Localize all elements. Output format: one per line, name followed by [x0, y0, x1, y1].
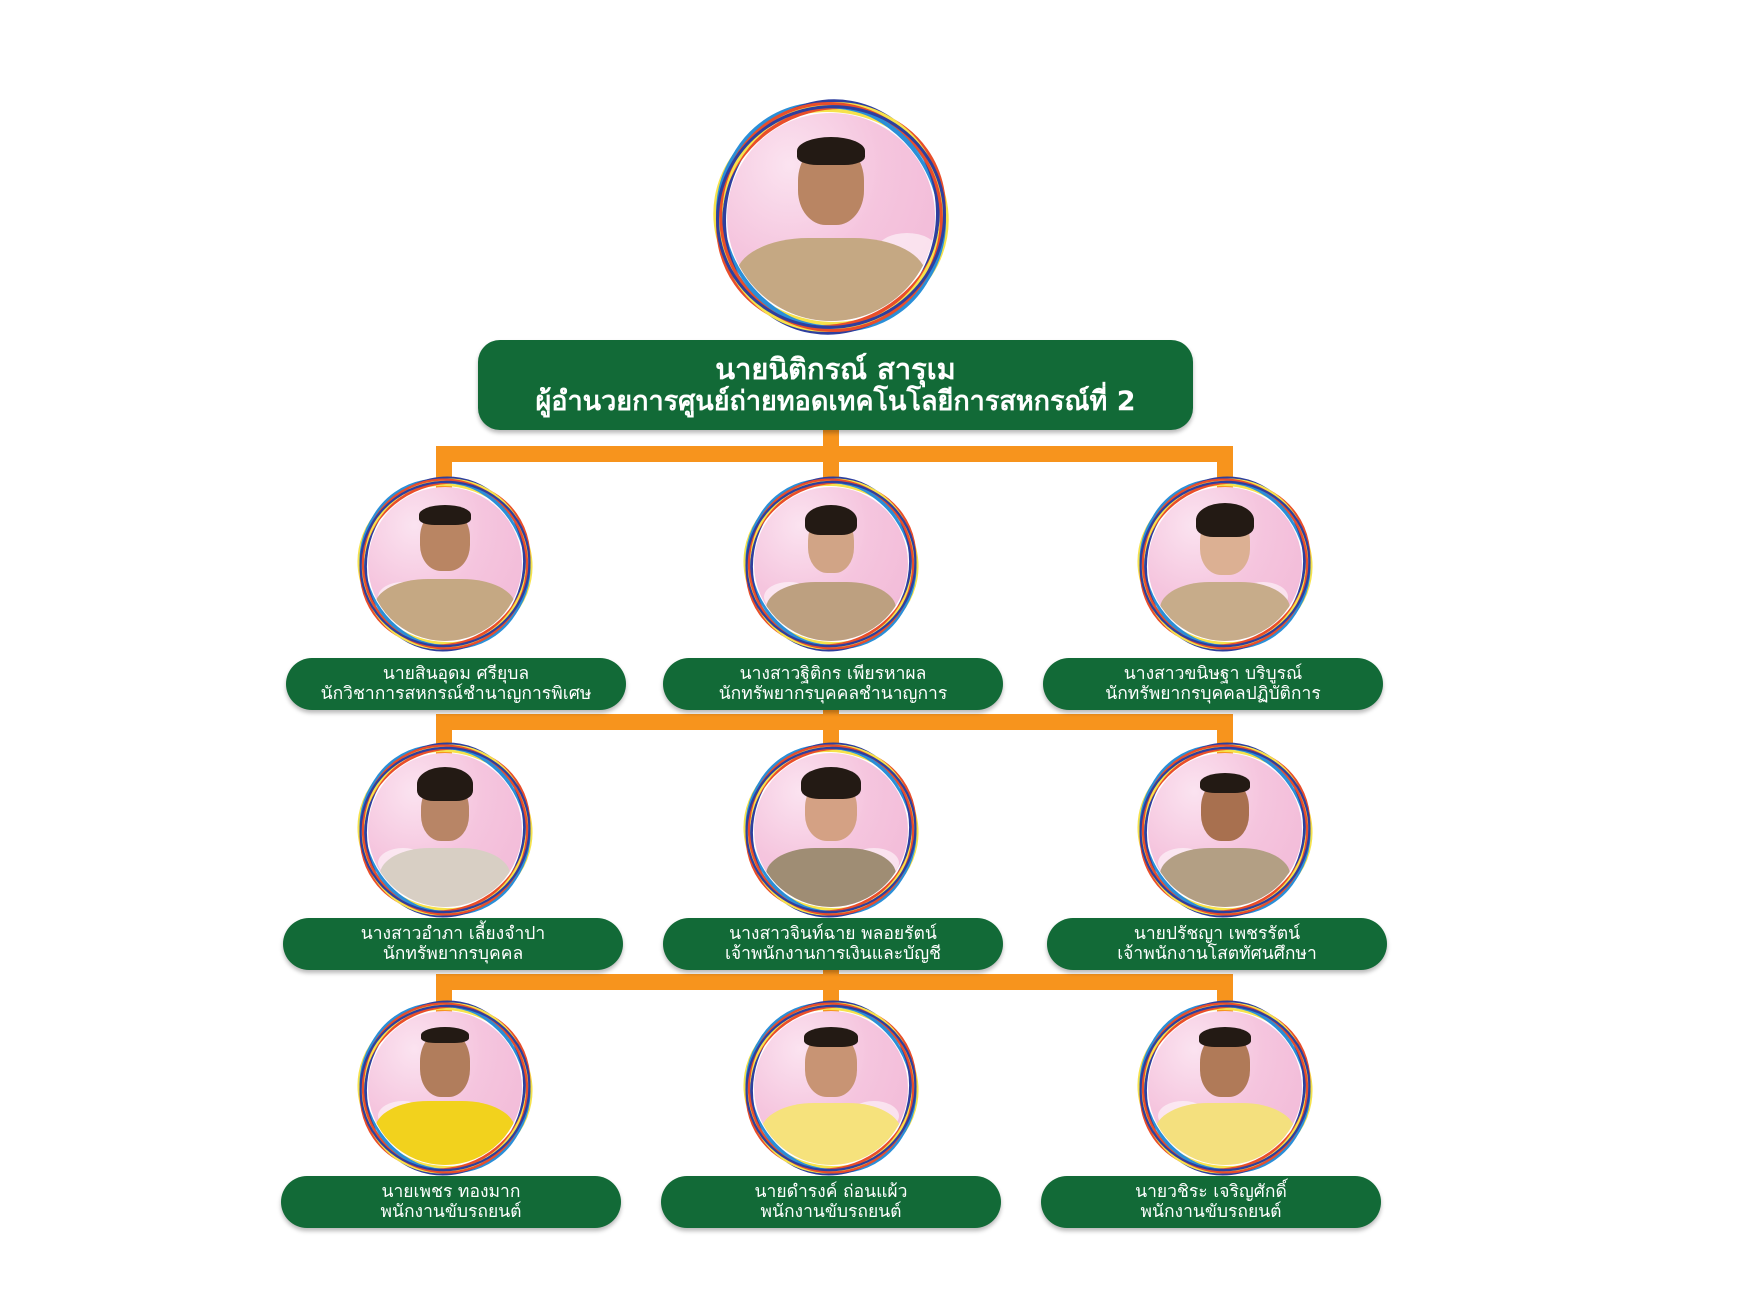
decorative-ring-icon	[1135, 474, 1315, 654]
row1-label-3: นางสาวขนิษฐา บริบูรณ์ นักทรัพยากรบุคคลปฏ…	[1043, 658, 1383, 710]
member-name: นางสาวขนิษฐา บริบูรณ์	[1123, 663, 1303, 684]
member-title: พนักงานขับรถยนต์	[760, 1202, 902, 1222]
row1-portrait-1	[355, 474, 535, 654]
decorative-ring-icon	[741, 740, 921, 920]
row1-label-1: นายสินอุดม ศรียุบล นักวิชาการสหกรณ์ชำนาญ…	[286, 658, 626, 710]
row1-photo-1	[368, 487, 522, 641]
row1-photo-3	[1148, 487, 1302, 641]
member-title: นักทรัพยากรบุคคลปฏิบัติการ	[1105, 684, 1321, 704]
row3-portrait-3	[1135, 998, 1315, 1178]
row1-label-2: นางสาวฐิติกร เพียรหาผล นักทรัพยากรบุคคลช…	[663, 658, 1003, 710]
decorative-ring-icon	[355, 998, 535, 1178]
member-title: นักทรัพยากรบุคคลชำนาญการ	[718, 684, 948, 704]
row1-portrait-3	[1135, 474, 1315, 654]
row3-photo-3	[1148, 1011, 1302, 1165]
member-title: นักวิชาการสหกรณ์ชำนาญการพิเศษ	[320, 684, 592, 704]
row3-label-2: นายดำรงค์ ถ่อนแผ้ว พนักงานขับรถยนต์	[661, 1176, 1001, 1228]
row3-label-3: นายวชิระ เจริญศักดิ์ พนักงานขับรถยนต์	[1041, 1176, 1381, 1228]
connector-row1-drop-center	[823, 446, 839, 486]
row1-photo-2	[754, 487, 908, 641]
member-title: เจ้าพนักงานการเงินและบัญชี	[724, 944, 942, 964]
member-name: นางสาวจินท์ฉาย พลอยรัตน์	[729, 923, 937, 944]
decorative-ring-icon	[741, 998, 921, 1178]
member-name: นายสินอุดม ศรียุบล	[382, 663, 530, 684]
row3-portrait-2	[741, 998, 921, 1178]
member-name: นายดำรงค์ ถ่อนแผ้ว	[754, 1181, 908, 1202]
row2-photo-2	[754, 753, 908, 907]
member-title: เจ้าพนักงานโสตทัศนศึกษา	[1117, 944, 1317, 964]
member-name: นายวชิระ เจริญศักดิ์	[1135, 1181, 1287, 1202]
member-name: นางสาวฐิติกร เพียรหาผล	[739, 663, 927, 684]
member-name: นายปรัชญา เพชรรัตน์	[1133, 923, 1301, 944]
row2-photo-3	[1148, 753, 1302, 907]
director-photo	[727, 113, 935, 321]
row1-portrait-2	[741, 474, 921, 654]
member-title: พนักงานขับรถยนต์	[1140, 1202, 1282, 1222]
director-label: นายนิติกรณ์ สารุเม ผู้อำนวยการศูนย์ถ่ายท…	[478, 340, 1193, 430]
member-title: พนักงานขับรถยนต์	[380, 1202, 522, 1222]
decorative-ring-icon	[355, 740, 535, 920]
row2-portrait-1	[355, 740, 535, 920]
decorative-ring-icon	[355, 474, 535, 654]
row3-label-1: นายเพชร ทองมาก พนักงานขับรถยนต์	[281, 1176, 621, 1228]
decorative-ring-icon	[1135, 998, 1315, 1178]
decorative-ring-icon	[710, 96, 952, 338]
member-title: นักทรัพยากรบุคคล	[382, 944, 524, 964]
director-portrait	[710, 96, 952, 338]
row3-portrait-1	[355, 998, 535, 1178]
row2-label-1: นางสาวอำภา เลี้ยงจำปา นักทรัพยากรบุคคล	[283, 918, 623, 970]
row2-label-2: นางสาวจินท์ฉาย พลอยรัตน์ เจ้าพนักงานการเ…	[663, 918, 1003, 970]
director-title: ผู้อำนวยการศูนย์ถ่ายทอดเทคโนโลยีการสหกรณ…	[535, 386, 1136, 418]
decorative-ring-icon	[741, 474, 921, 654]
decorative-ring-icon	[1135, 740, 1315, 920]
row2-portrait-3	[1135, 740, 1315, 920]
member-name: นางสาวอำภา เลี้ยงจำปา	[360, 923, 546, 944]
member-name: นายเพชร ทองมาก	[381, 1181, 521, 1202]
row2-label-3: นายปรัชญา เพชรรัตน์ เจ้าพนักงานโสตทัศนศึ…	[1047, 918, 1387, 970]
director-name: นายนิติกรณ์ สารุเม	[715, 351, 956, 386]
row3-photo-2	[754, 1011, 908, 1165]
row2-portrait-2	[741, 740, 921, 920]
